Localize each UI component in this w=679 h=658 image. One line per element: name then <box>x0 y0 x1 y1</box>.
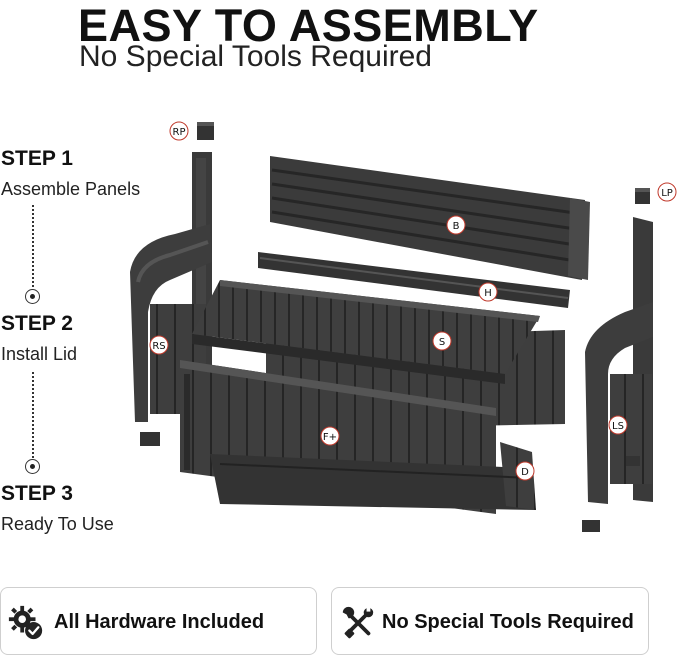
step-1-label: Assemble Panels <box>1 179 141 199</box>
tag-f: F+ <box>320 426 340 446</box>
step-2-title: STEP 2 <box>1 312 73 335</box>
tag-s: S <box>432 331 452 351</box>
page-title: EASY TO ASSEMBLY <box>78 0 539 51</box>
tag-d-label: D <box>521 467 529 478</box>
badge-hardware-label: All Hardware Included <box>54 611 265 633</box>
step-connector-1 <box>32 205 34 287</box>
step-3-label: Ready To Use <box>1 514 114 534</box>
tag-lp: LP <box>657 182 677 202</box>
tag-lp-label: LP <box>661 188 673 199</box>
tag-s-label: S <box>439 337 445 348</box>
step-connector-2 <box>32 372 34 458</box>
tag-rs: RS <box>149 335 169 355</box>
tag-rp: RP <box>169 121 189 141</box>
tag-ls: LS <box>608 415 628 435</box>
seat-lid <box>192 280 540 384</box>
tag-rp-label: RP <box>173 127 186 138</box>
bench-exploded-illustration: RP LP B H S RS LS F+ <box>130 121 677 532</box>
badge-no-tools-label: No Special Tools Required <box>382 611 634 633</box>
step-2-label: Install Lid <box>1 344 78 364</box>
step-3-bullet <box>25 459 40 474</box>
right-post-cap <box>197 122 214 140</box>
tag-b: B <box>446 215 466 235</box>
gear-check-icon <box>8 605 43 640</box>
step-2-bullet <box>25 289 40 304</box>
back-panel <box>270 156 590 280</box>
left-post-cap <box>635 188 650 204</box>
tag-rs-label: RS <box>152 341 165 352</box>
badge-hardware-included: All Hardware Included <box>0 587 317 655</box>
step-3-title: STEP 3 <box>1 482 73 505</box>
tag-h-label: H <box>484 288 492 299</box>
tag-f-label: F+ <box>323 432 337 443</box>
tag-b-label: B <box>453 221 460 232</box>
step-1-title: STEP 1 <box>1 147 73 170</box>
tag-ls-label: LS <box>612 421 624 432</box>
badge-no-tools: No Special Tools Required <box>331 587 649 655</box>
tag-d: D <box>515 461 535 481</box>
left-side-panel <box>582 217 653 532</box>
page-subtitle: No Special Tools Required <box>79 40 432 73</box>
tag-h: H <box>478 282 498 302</box>
tools-crossed-icon <box>342 606 374 639</box>
